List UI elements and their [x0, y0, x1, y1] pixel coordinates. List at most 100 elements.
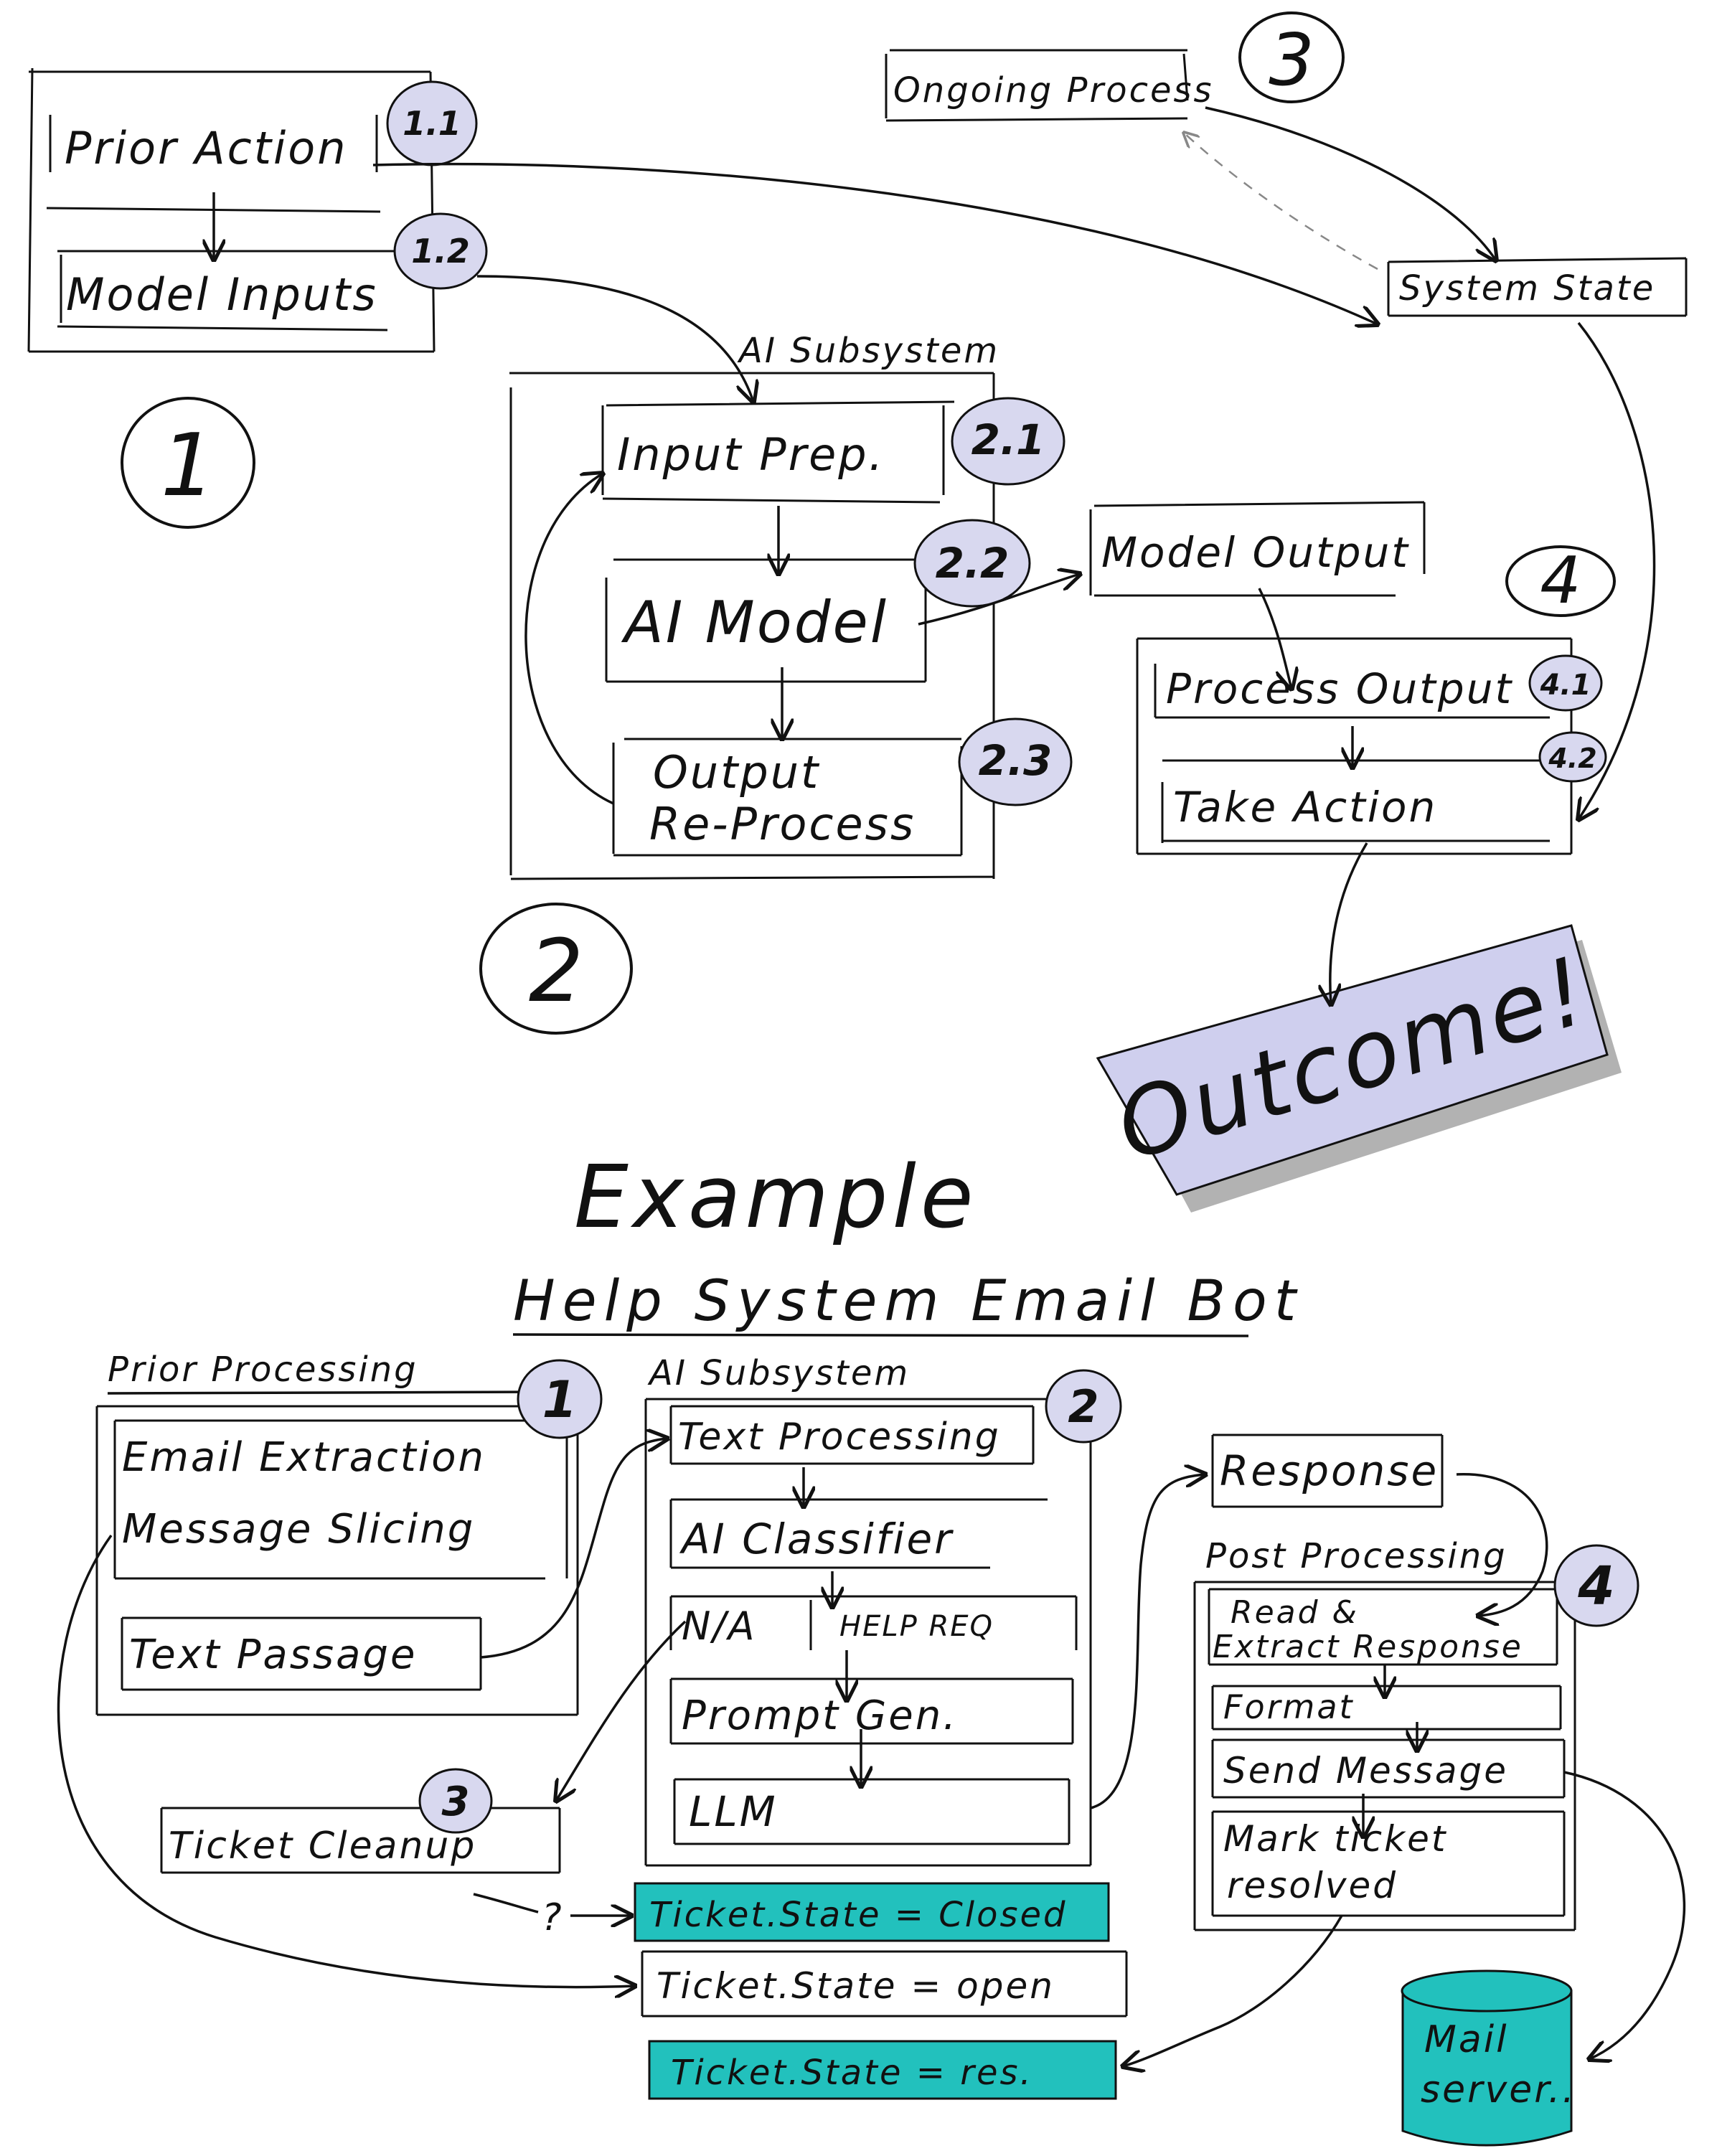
- ex-llm-box: [673, 1778, 1071, 1845]
- post-processing-frame: [1136, 637, 1573, 855]
- top-connectors: [372, 106, 1656, 1004]
- ai-model-label: AI Model: [621, 589, 888, 656]
- ex-prior-title-underline: [107, 1390, 546, 1395]
- ex-prior-group: Prior Processing Email Extraction Messag…: [95, 1350, 603, 1716]
- ex-arrow-passage-to-text-processing: [480, 1439, 667, 1659]
- badge-2-2-label: 2.2: [936, 539, 1010, 588]
- stage-4-number-circle: [1505, 545, 1616, 617]
- ex-na-help-box: [669, 1595, 1078, 1650]
- ongoing-process-label: Ongoing Process: [893, 70, 1214, 110]
- ex-ticket-cleanup-label: Ticket Cleanup: [169, 1825, 476, 1868]
- ex-state-closed-box: [634, 1882, 1110, 1942]
- ex-ai-group: AI Subsystem Text Processing AI Classifi…: [644, 1353, 1122, 1867]
- model-output-label: Model Output: [1101, 528, 1410, 577]
- ex-response-label: Response: [1220, 1446, 1439, 1495]
- ex-ticket-cleanup-box: [160, 1807, 561, 1874]
- badge-1-2: [393, 212, 488, 290]
- output-label-line2: Re-Process: [649, 798, 916, 850]
- ex-read-label-line1: Read &: [1231, 1594, 1359, 1631]
- badge-1-1-label: 1.1: [403, 104, 461, 143]
- arrow-model-to-model-output: [918, 574, 1080, 626]
- arrow-ongoing-to-system-state: [1205, 106, 1496, 260]
- ex-text-passage-box: [121, 1616, 482, 1691]
- ex-arrow-cleanup-question: [473, 1893, 539, 1913]
- ex-badge-4: [1553, 1544, 1639, 1627]
- stage-1-number-circle: [121, 397, 255, 529]
- ex-prompt-gen-label: Prompt Gen.: [682, 1693, 958, 1739]
- arrow-model-inputs-to-input-prep: [476, 275, 753, 402]
- ex-email-extraction-label: Email Extraction: [122, 1434, 486, 1481]
- input-prep-box: [601, 400, 955, 504]
- badge-4-2: [1538, 731, 1607, 783]
- arrow-reprocess-loop: [524, 474, 614, 805]
- arrow-system-state-to-ongoing: [1184, 133, 1378, 270]
- ex-arrow-slicing-to-state-open: [57, 1534, 635, 1987]
- example-subtitle: Help System Email Bot: [513, 1269, 1303, 1334]
- stage-4-number: 4: [1540, 543, 1581, 618]
- stage-2-number-circle: [479, 903, 633, 1035]
- ex-prior-title: Prior Processing: [108, 1350, 418, 1390]
- ex-text-processing-label: Text Processing: [678, 1416, 1001, 1459]
- ex-badge-3-label: 3: [442, 1779, 470, 1825]
- prior-action-label: Prior Action: [65, 122, 348, 174]
- ex-read-extract-box: [1208, 1588, 1558, 1666]
- badge-4-2-label: 4.2: [1548, 743, 1596, 774]
- arrow-take-action-to-outcome: [1330, 842, 1368, 1004]
- ex-format-label: Format: [1223, 1687, 1355, 1726]
- ex-text-passage-label: Text Passage: [129, 1632, 417, 1678]
- outcome-banner: [1096, 924, 1609, 1196]
- ongoing-process-box: [885, 49, 1189, 122]
- ex-post-frame: [1193, 1581, 1576, 1931]
- ex-post-group: Response Post Processing Read & Extract …: [1193, 1434, 1639, 1931]
- stage-1-number: 1: [161, 416, 215, 516]
- process-output-label: Process Output: [1166, 664, 1513, 713]
- ex-badge-3: [418, 1768, 493, 1834]
- ex-mail-server-top: [1401, 1969, 1573, 2013]
- ex-send-message-label: Send Message: [1223, 1750, 1508, 1792]
- stage-3-number: 3: [1269, 18, 1314, 102]
- ex-message-slicing-label: Message Slicing: [122, 1506, 475, 1553]
- ex-post-title: Post Processing: [1205, 1536, 1507, 1576]
- model-inputs-box: [57, 250, 402, 331]
- system-state-label: System State: [1399, 268, 1655, 309]
- ex-arrow-na-to-cleanup: [556, 1620, 687, 1801]
- ex-state-open-box: [641, 1950, 1128, 2018]
- ex-mail-server-line1: Mail: [1424, 2018, 1509, 2061]
- ex-email-slicing-box: [113, 1419, 568, 1580]
- badge-2-1: [951, 397, 1065, 486]
- ex-badge-2-label: 2: [1068, 1380, 1098, 1433]
- ex-prompt-gen-box: [669, 1677, 1074, 1745]
- ex-mail-server-cylinder: [1401, 1990, 1573, 2147]
- example-subtitle-underline: [512, 1333, 1249, 1337]
- ex-read-label-line2: Extract Response: [1213, 1629, 1523, 1665]
- ex-mail-server-line2: server..: [1421, 2068, 1576, 2112]
- ex-badge-2: [1045, 1369, 1122, 1444]
- badge-2-3: [958, 717, 1073, 806]
- stage-1-group: Prior Action Model Inputs 1.1 1.2 1: [27, 67, 488, 529]
- ex-prior-frame: [95, 1405, 579, 1716]
- badge-4-1: [1528, 654, 1603, 712]
- ai-subsystem-frame: [509, 372, 995, 880]
- ex-arrow-mark-to-resolved: [1123, 1915, 1343, 2066]
- outcome-banner-group: Outcome!: [1096, 924, 1622, 1213]
- arrow-prior-action-to-system-state: [372, 162, 1378, 324]
- output-reprocess-box: [612, 738, 963, 857]
- model-output-box: [1089, 501, 1426, 597]
- ex-cleanup-group: Ticket Cleanup 3 ? Ticket.State = Closed…: [160, 1768, 1128, 2100]
- take-action-label: Take Action: [1173, 783, 1437, 832]
- badge-2-2: [913, 519, 1031, 608]
- badge-2-3-label: 2.3: [979, 736, 1053, 785]
- ex-state-closed-label: Ticket.State = Closed: [649, 1895, 1067, 1935]
- ex-mark-label-line1: Mark ticket: [1223, 1818, 1448, 1860]
- ex-mail-server-group: Mail server..: [1401, 1969, 1576, 2147]
- stage-2-group: AI Subsystem Input Prep. AI Model Output…: [479, 331, 1073, 1035]
- stage-3-group: Ongoing Process 3 System State: [885, 11, 1688, 317]
- system-state-box: [1387, 257, 1688, 317]
- ex-text-processing-box: [669, 1405, 1035, 1465]
- ex-badge-1: [517, 1359, 603, 1439]
- ex-arrow-llm-to-response: [1090, 1474, 1205, 1809]
- ex-format-box: [1211, 1685, 1562, 1731]
- stage-2-number: 2: [529, 922, 583, 1022]
- ex-send-message-box: [1211, 1738, 1566, 1799]
